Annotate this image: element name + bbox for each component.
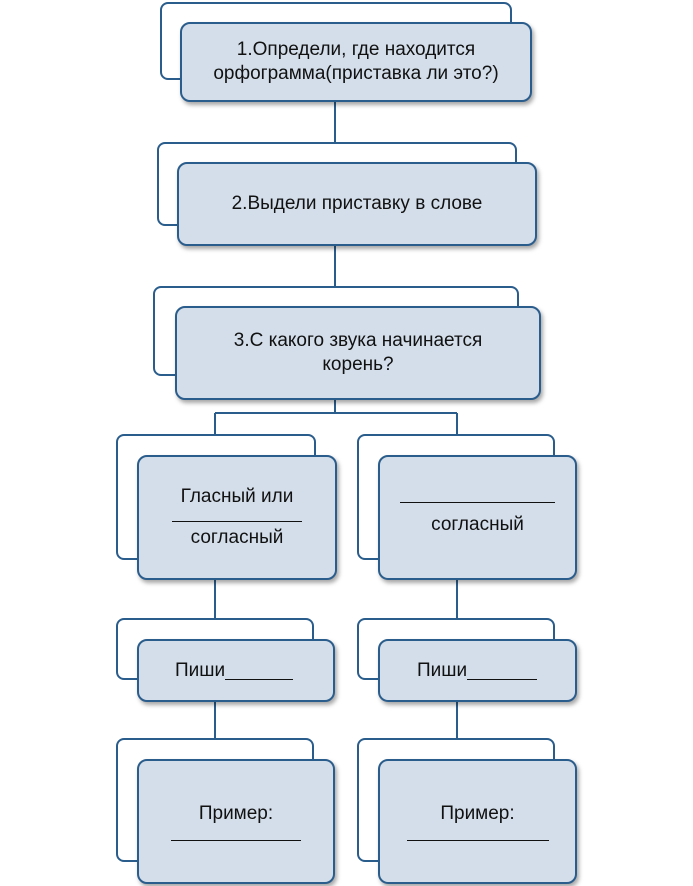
left-sound-line2: согласный [190,527,284,548]
step3-line2: корень? [322,354,394,375]
left-sound-line1: Гласный или [180,486,294,507]
right-sound-line2: согласный [431,514,524,535]
left-example-blank [171,840,301,841]
right-sound-box: согласный [378,455,577,580]
right-example-text: Пример: [440,803,515,824]
step3-box: 3.С какого звука начинается корень? [175,306,541,400]
left-write-text: Пиши [175,659,226,681]
left-write-box: Пиши [137,639,335,702]
right-write-box: Пиши [378,639,577,702]
left-sound-box: Гласный или согласный [137,455,337,580]
step1-line1: 1.Определи, где находится [236,39,476,60]
step1-line2: орфограмма(приставка ли это?) [213,63,499,84]
step1-box: 1.Определи, где находится орфограмма(при… [180,22,532,102]
right-example-blank [406,840,549,841]
left-sound-blank [172,521,302,522]
right-write-blank [467,661,538,680]
left-write-blank [225,661,294,680]
right-write-text: Пиши [417,659,468,681]
right-example-box: Пример: [378,759,577,884]
right-sound-blank [400,502,555,503]
left-example-text: Пример: [198,803,274,824]
left-example-box: Пример: [137,759,335,884]
step3-line1: 3.С какого звука начинается [233,330,483,351]
step2-box: 2.Выдели приставку в слове [177,162,537,246]
step2-text: 2.Выдели приставку в слове [231,193,483,214]
